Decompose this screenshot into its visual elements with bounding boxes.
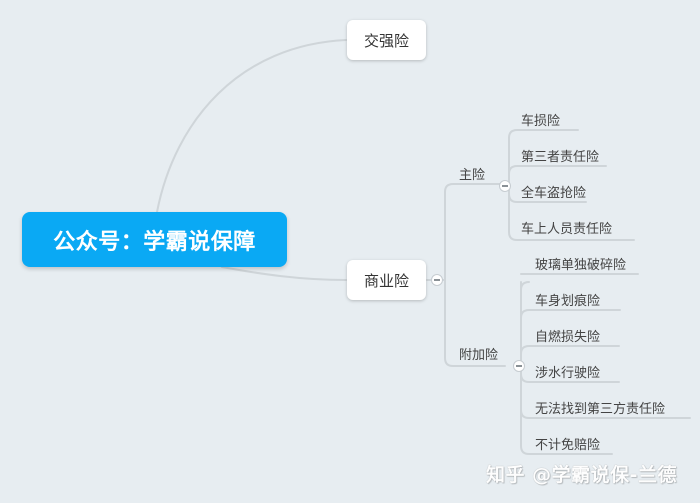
root-topic-label: 公众号：学霸说保障	[53, 229, 256, 255]
watermark: 知乎 @学霸说保-兰德	[486, 464, 678, 486]
list-item[interactable]: 第三者责任险	[521, 146, 599, 165]
list-item[interactable]: 车损险	[521, 110, 560, 129]
item-label: 第三者责任险	[521, 150, 600, 165]
item-label: 不计免赔险	[535, 438, 601, 453]
group-label: 附加险	[459, 348, 499, 363]
list-item[interactable]: 玻璃单独破碎险	[535, 254, 626, 273]
branch-compulsory-insurance[interactable]: 交强险	[347, 20, 426, 60]
group-main-insurance[interactable]: 主险	[459, 164, 485, 183]
branch-commercial-insurance[interactable]: 商业险	[347, 260, 426, 300]
item-label: 全车盗抢险	[521, 186, 587, 201]
branch-label: 交强险	[363, 31, 409, 50]
list-item[interactable]: 自燃损失险	[535, 326, 600, 345]
list-item[interactable]: 涉水行驶险	[535, 362, 600, 381]
group-additional-insurance[interactable]: 附加险	[459, 344, 498, 363]
root-topic[interactable]: 公众号：学霸说保障	[22, 212, 287, 267]
list-item[interactable]: 无法找到第三方责任险	[535, 398, 665, 417]
group-label: 主险	[459, 168, 486, 183]
item-label: 自燃损失险	[535, 330, 601, 345]
collapse-additional-icon[interactable]	[513, 360, 525, 372]
item-label: 涉水行驶险	[535, 366, 601, 381]
branch-label: 商业险	[363, 271, 409, 290]
list-item[interactable]: 车身划痕险	[535, 290, 600, 309]
item-label: 车损险	[521, 114, 561, 129]
item-label: 无法找到第三方责任险	[535, 402, 666, 417]
item-label: 车身划痕险	[535, 294, 601, 309]
collapse-main-icon[interactable]	[499, 180, 511, 192]
list-item[interactable]: 车上人员责任险	[521, 218, 612, 237]
list-item[interactable]: 不计免赔险	[535, 434, 600, 453]
collapse-commercial-icon[interactable]	[431, 274, 443, 286]
item-label: 车上人员责任险	[521, 222, 613, 237]
item-label: 玻璃单独破碎险	[535, 258, 627, 273]
list-item[interactable]: 全车盗抢险	[521, 182, 586, 201]
